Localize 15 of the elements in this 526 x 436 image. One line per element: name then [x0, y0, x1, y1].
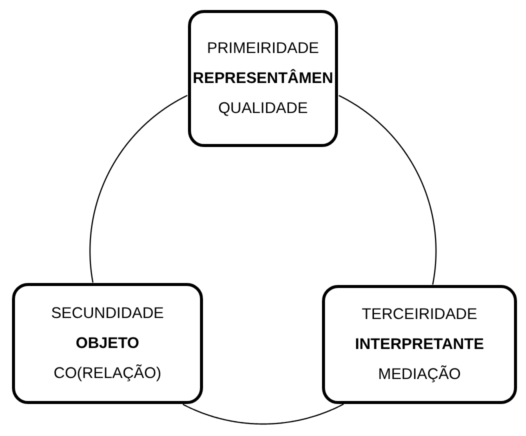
- sign-term: INTERPRETANTE: [355, 334, 484, 354]
- rounded-box: [188, 10, 338, 147]
- rounded-box: [322, 285, 517, 404]
- circle-arc: [182, 404, 344, 425]
- rounded-box: [12, 283, 203, 404]
- circle-arc: [89, 94, 188, 283]
- category-label: TERCEIRIDADE: [362, 304, 478, 324]
- category-label: SECUNDIDADE: [51, 304, 164, 324]
- sign-term: OBJETO: [76, 334, 140, 354]
- category-label: PRIMEIRIDADE: [207, 38, 319, 58]
- sign-term: REPRESENTÂMEN: [192, 68, 334, 88]
- quality-label: MEDIAÇÃO: [378, 364, 461, 384]
- circle-arc: [338, 94, 437, 285]
- quality-label: CO(RELAÇÃO): [54, 363, 162, 384]
- quality-label: QUALIDADE: [218, 98, 308, 118]
